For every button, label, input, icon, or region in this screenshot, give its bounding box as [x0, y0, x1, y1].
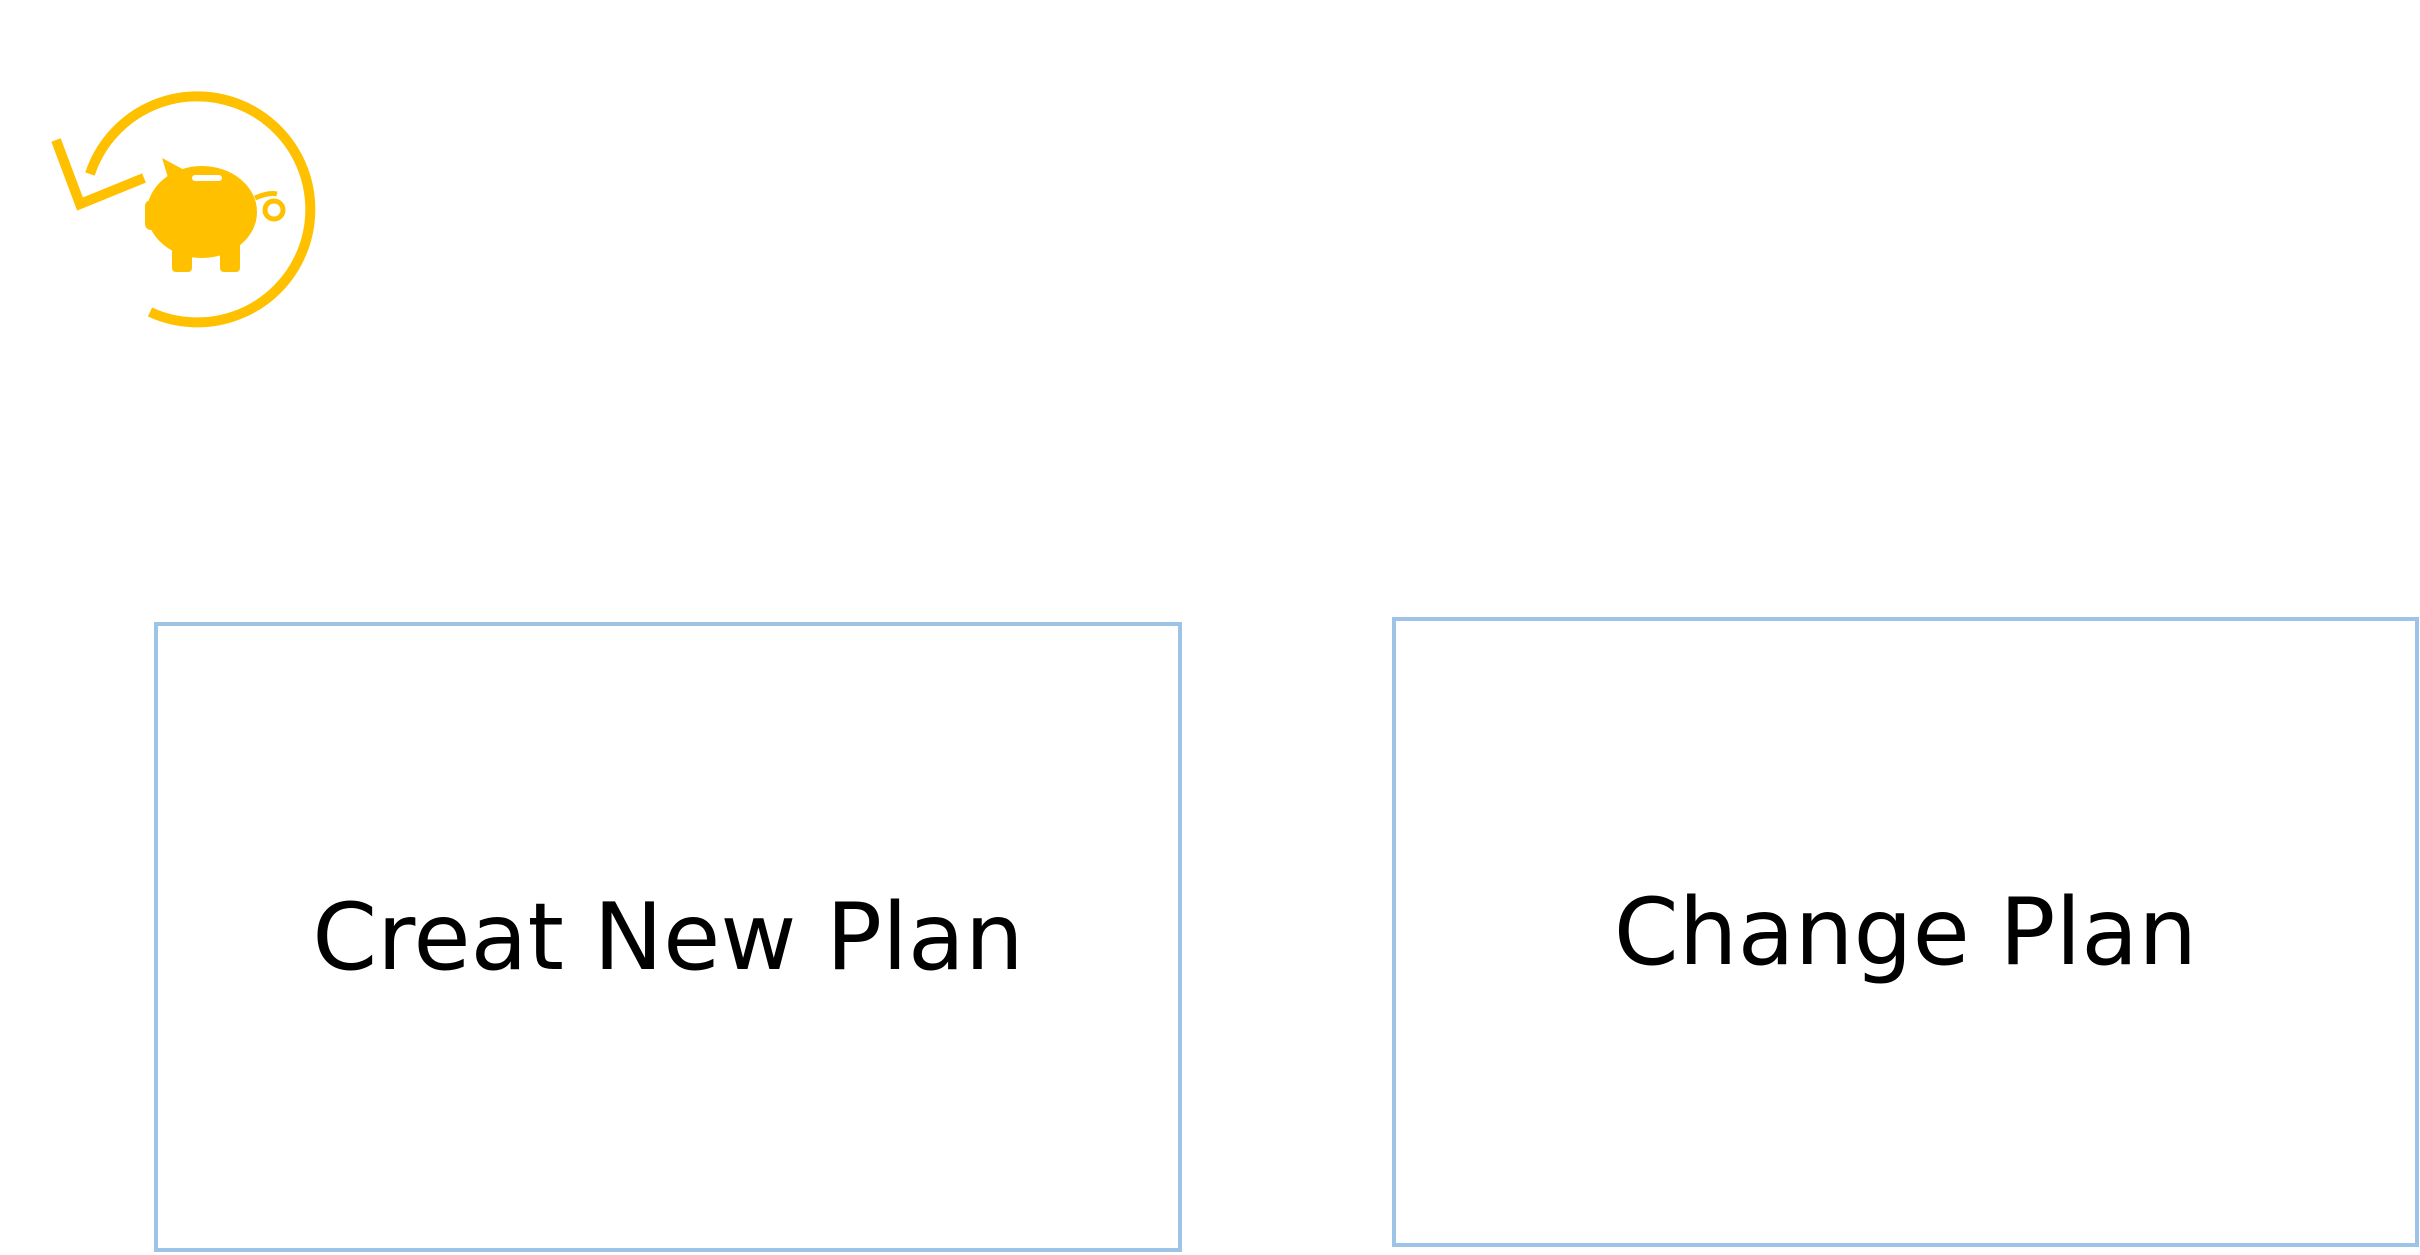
change-plan-button[interactable]: Change Plan: [1392, 617, 2419, 1247]
piggy-bank-cycle-icon: [50, 82, 330, 332]
change-plan-label: Change Plan: [1613, 877, 2198, 986]
create-new-plan-button[interactable]: Creat New Plan: [154, 622, 1182, 1252]
create-new-plan-label: Creat New Plan: [312, 882, 1024, 991]
